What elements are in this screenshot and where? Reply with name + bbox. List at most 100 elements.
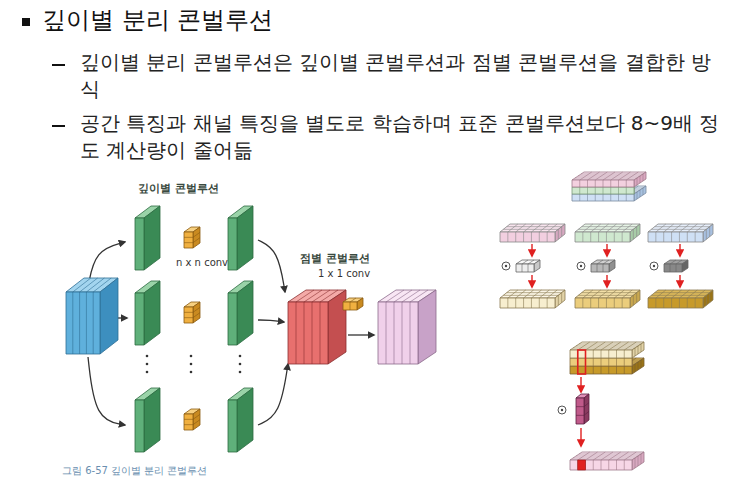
grid-line [578,176,640,177]
grid-line [643,188,644,195]
grid-line [184,419,193,420]
grid-line [193,238,200,243]
tensor-block [378,290,436,364]
grid-line [638,346,639,354]
block-face [328,290,346,364]
block-face [575,290,640,298]
grid-line [676,264,677,272]
grid-line [523,232,524,242]
grid-line [706,229,707,239]
tensor-block [500,224,565,242]
block-face [500,298,555,308]
grid-line [582,292,637,293]
block-face [648,298,703,308]
ellipsis-dot [146,355,149,358]
grid-line [86,278,104,292]
grid-line [523,298,524,308]
flow-arrow [531,275,532,287]
tensor-block [66,278,118,354]
grid-line [582,232,583,242]
grid-line [641,454,642,464]
block-face [66,292,100,354]
block-face [378,302,418,364]
block-face [591,264,609,272]
grid-line [679,290,689,298]
block-face [228,400,237,452]
grid-line [576,456,638,457]
flow-arrow [606,275,607,287]
block-face [570,342,644,350]
tensor-block [570,452,644,470]
grid-line [593,358,594,366]
tensor-block [575,290,640,308]
grid-line [386,290,404,302]
grid-line [539,298,540,308]
grid-line [676,260,682,264]
grid-line [547,290,557,298]
tensor-block [288,290,346,364]
grid-line [576,346,638,347]
grid-line [603,187,604,194]
grid-line [671,232,672,242]
grid-line [655,298,656,308]
grid-line [590,298,591,308]
grid-line [193,414,200,419]
grid-line [394,302,395,364]
tensor-block [500,290,565,308]
grid-line [558,229,559,239]
ellipsis-dot [146,371,149,374]
grid-line [651,229,706,230]
grid-line [655,232,656,242]
grid-line [516,224,526,232]
grid-line [679,298,680,308]
tensor-block [572,186,646,201]
block-face [570,366,632,374]
grid-line [706,295,707,305]
grid-line [503,229,558,230]
block-face [144,388,160,452]
block-face [228,218,237,270]
grid-line [598,298,599,308]
grid-line [507,292,562,293]
grid-line [583,224,593,232]
grid-line [539,232,540,242]
grid-line [193,232,200,237]
grid-line [679,224,689,232]
grid-line [664,224,674,232]
grid-line [539,224,549,232]
grid-line [655,292,710,293]
grid-line [591,290,601,298]
grid-line [687,290,697,298]
grid-line [663,298,664,308]
block-face [144,281,160,345]
grid-line [640,190,641,197]
tensor-block [184,409,200,430]
grid-line [522,264,523,272]
grid-line [618,180,619,187]
highlight-column [578,350,586,374]
tensor-block [591,260,615,272]
block-face [357,298,363,310]
grid-line [531,298,532,308]
tensor-block [184,302,200,323]
flow-arrow [679,275,680,287]
grid-line [593,460,594,470]
grid-line [610,194,611,201]
grid-line [601,366,602,374]
grid-line [606,232,607,242]
grid-line [320,302,321,364]
block-face [193,409,200,430]
grid-line [591,224,601,232]
flow-arrow [258,364,288,425]
grid-line [528,264,529,272]
grid-line [508,224,518,232]
grid-line [610,180,611,187]
grid-line [622,232,623,242]
block-face [228,293,237,345]
grid-line [558,295,559,305]
grid-line [573,458,635,459]
block-face [100,278,118,354]
grid-line [614,232,615,242]
block-face [500,290,565,298]
grid-line [651,295,706,296]
